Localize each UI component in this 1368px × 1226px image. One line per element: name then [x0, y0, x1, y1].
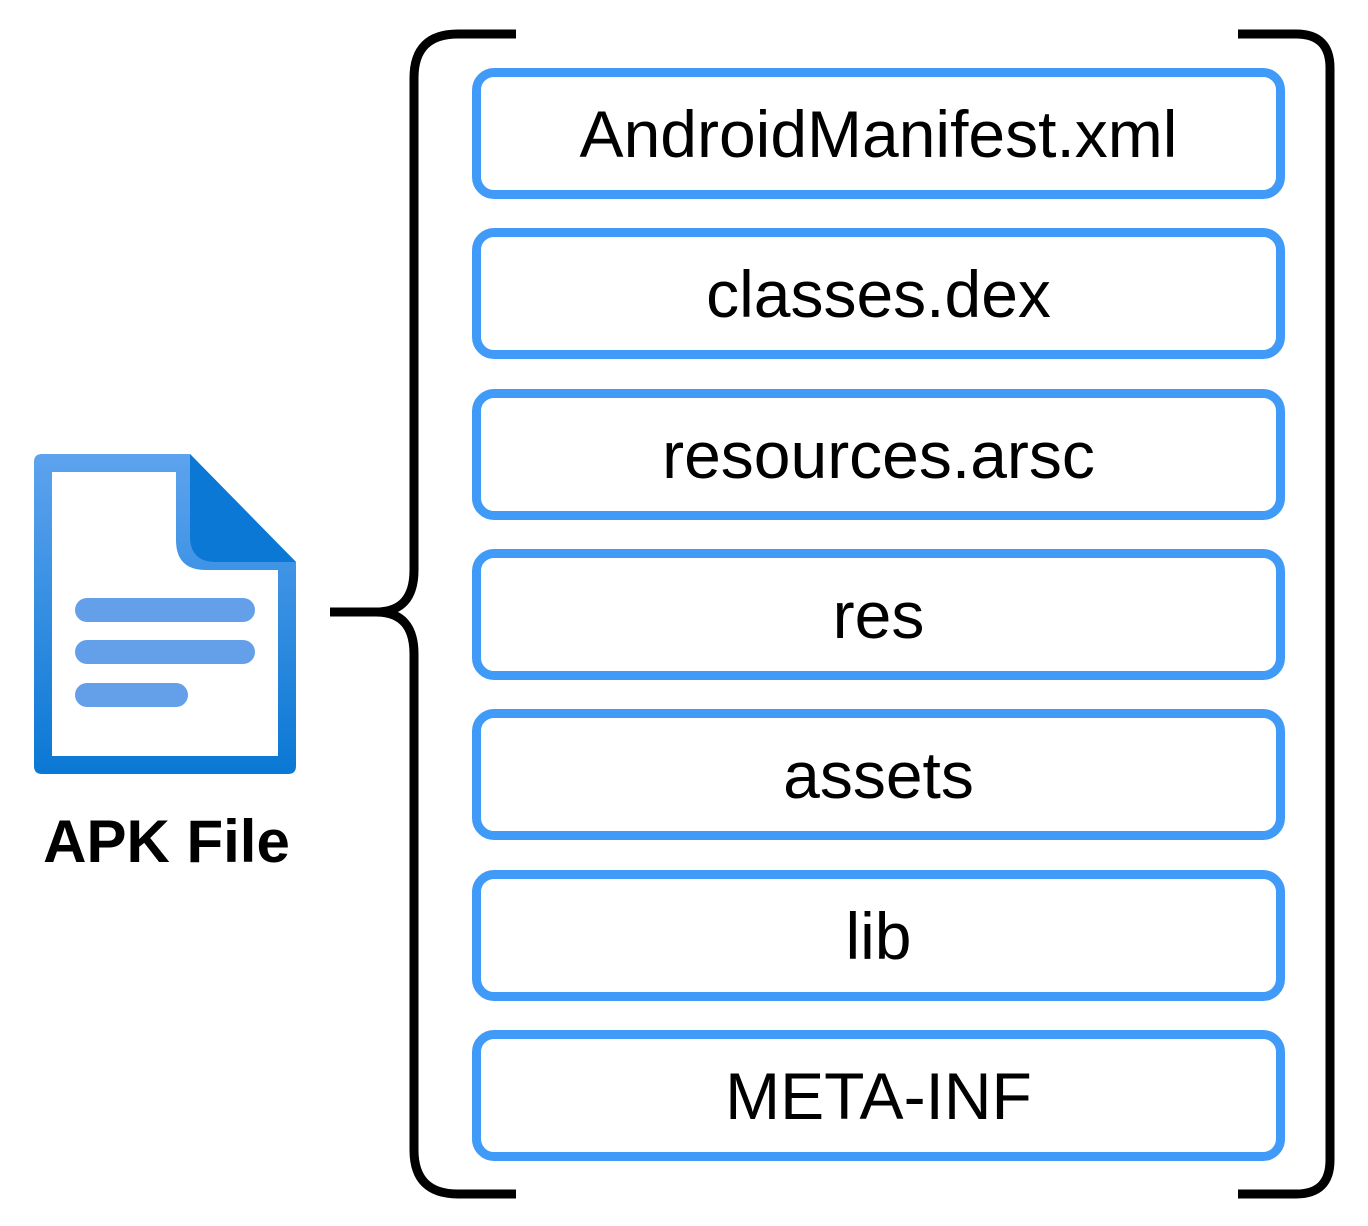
entry-classes-dex: classes.dex — [472, 228, 1285, 359]
entry-res: res — [472, 549, 1285, 680]
left-curly-brace — [330, 29, 516, 1199]
document-icon — [34, 454, 296, 774]
entry-meta-inf: META-INF — [472, 1030, 1285, 1161]
entry-lib: lib — [472, 870, 1285, 1001]
entry-resources-arsc: resources.arsc — [472, 389, 1285, 520]
entry-assets: assets — [472, 709, 1285, 840]
right-square-bracket — [1238, 29, 1335, 1199]
entry-android-manifest: AndroidManifest.xml — [472, 68, 1285, 199]
apk-file-label: APK File — [43, 808, 290, 875]
